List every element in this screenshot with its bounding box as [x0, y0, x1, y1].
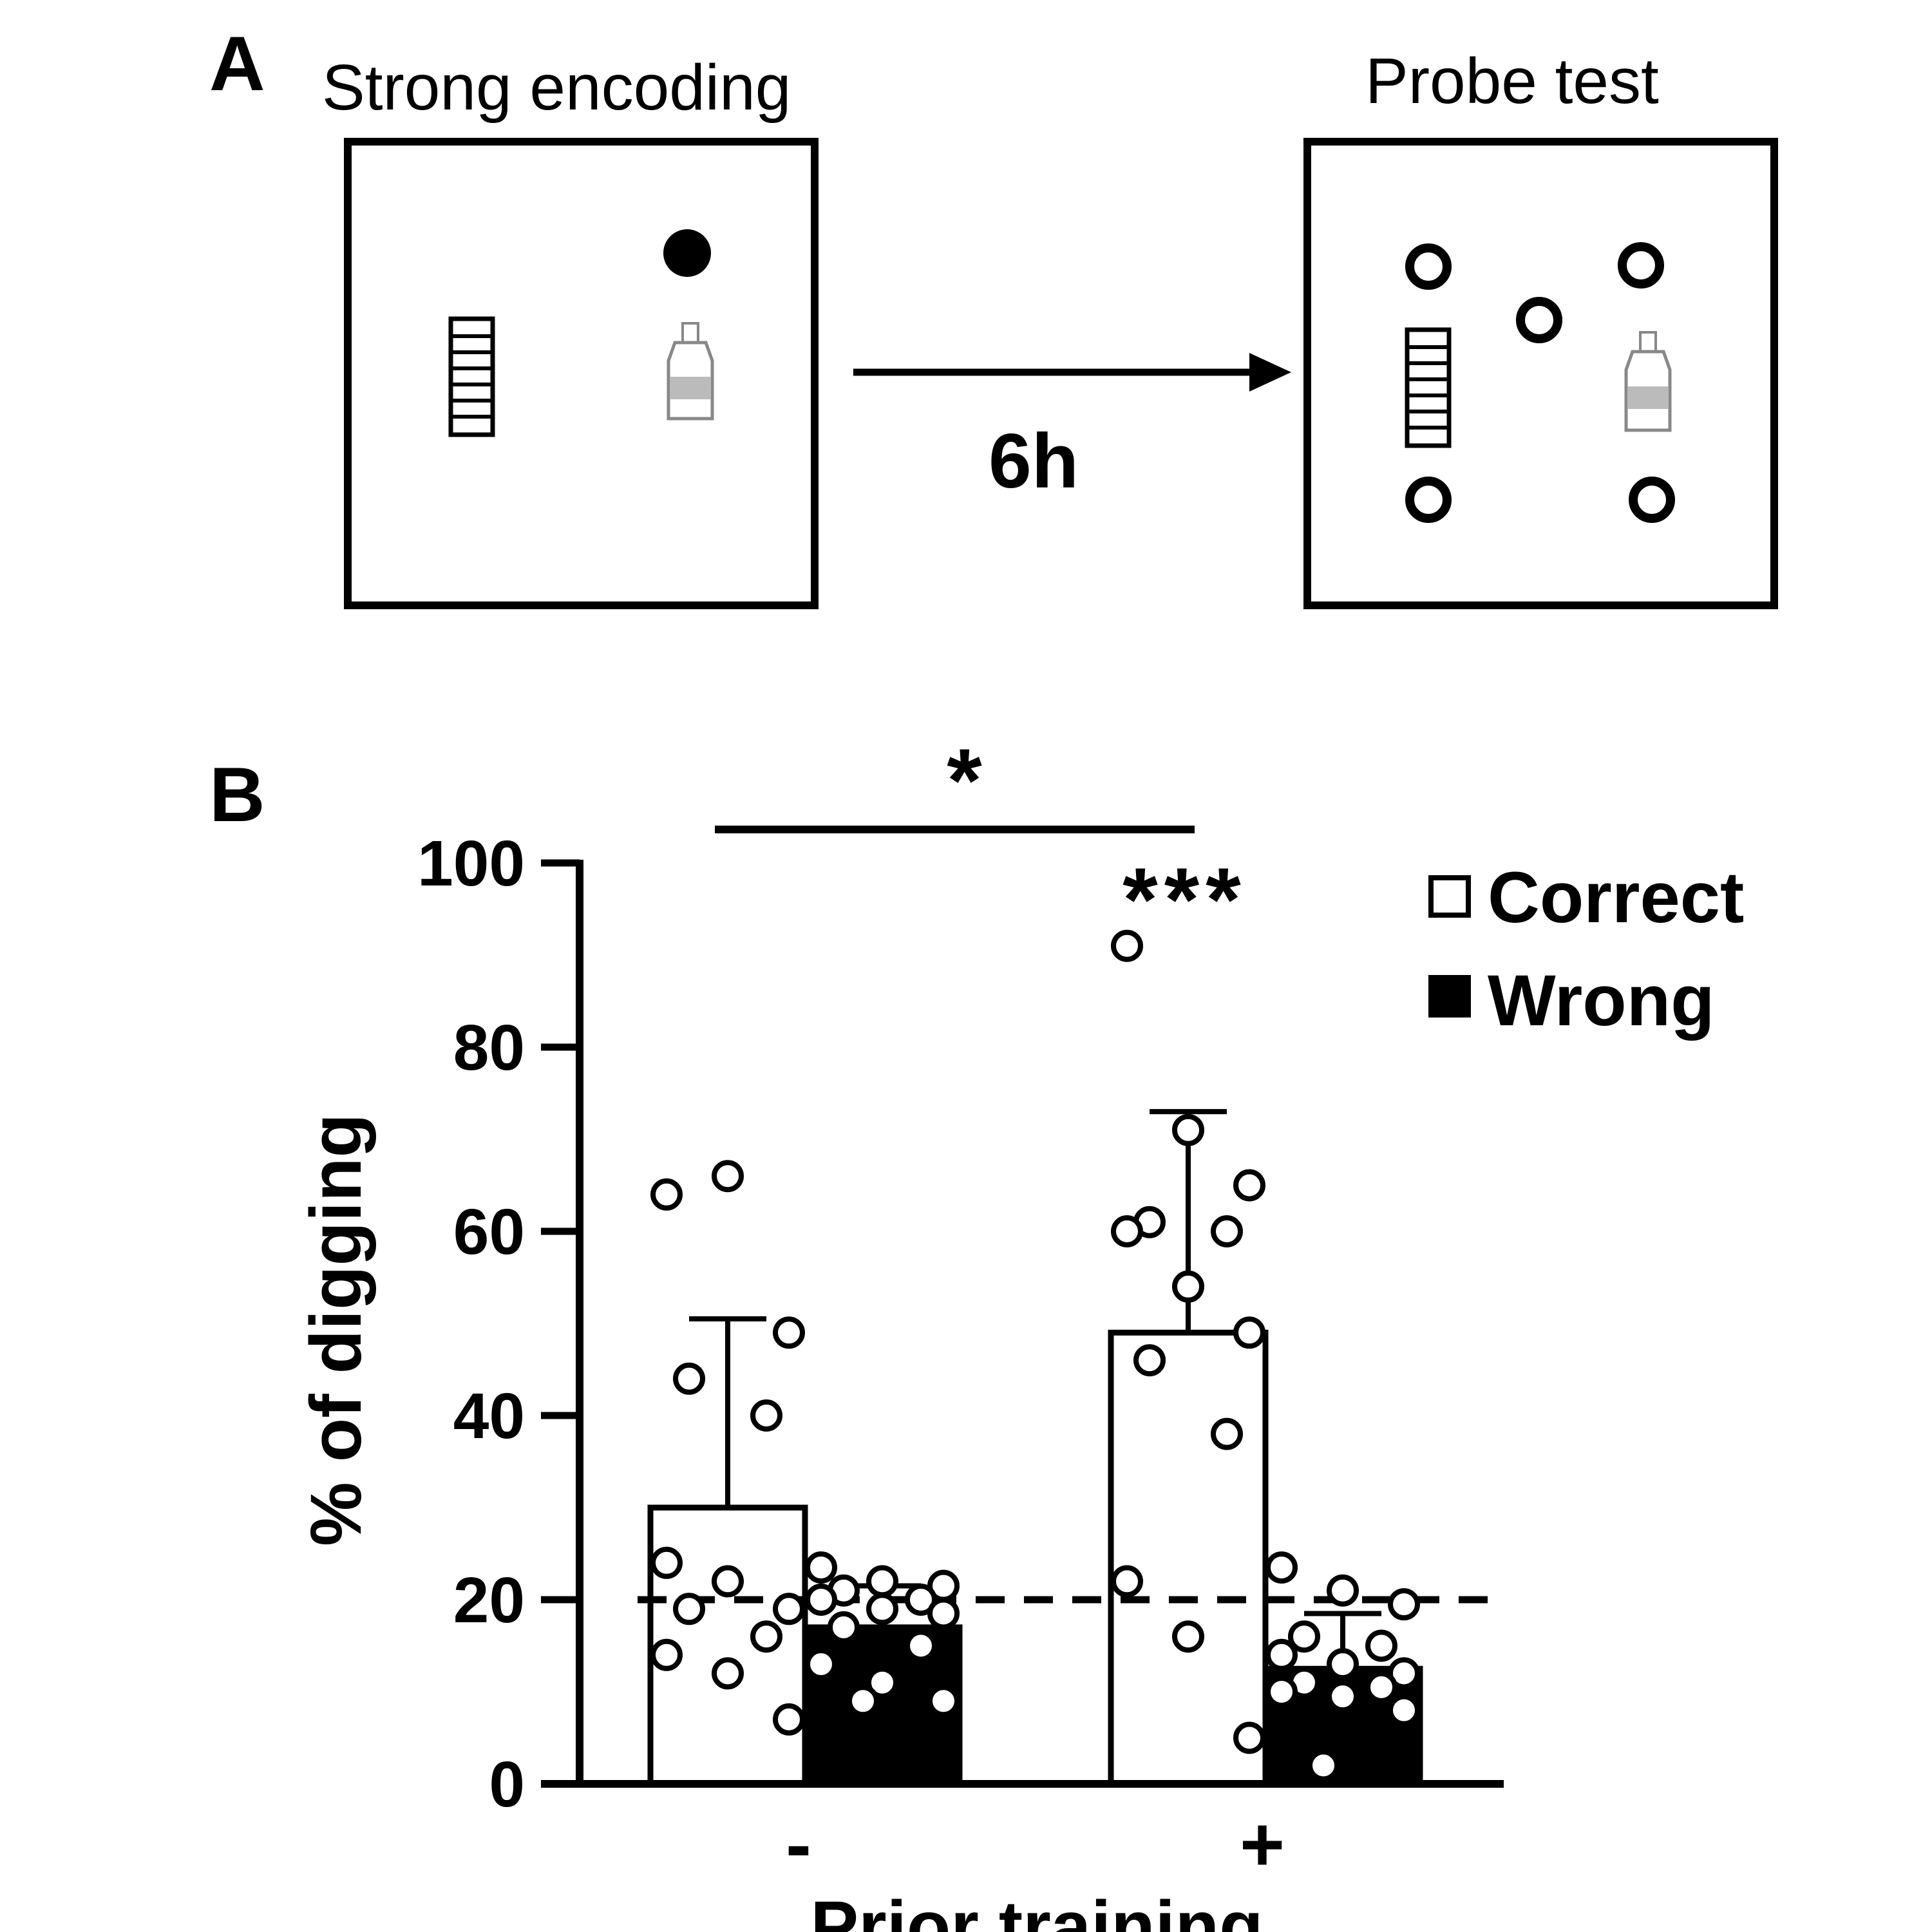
panel-a-letter: A [209, 21, 265, 107]
encoding-arena [344, 138, 819, 609]
data-point-wrong [805, 1551, 837, 1584]
data-point-correct [773, 1316, 805, 1349]
x-tick-label-0: - [786, 1801, 811, 1888]
data-point-wrong [1327, 1648, 1359, 1681]
interval-label: 6h [989, 418, 1079, 504]
well-icon [1629, 477, 1675, 523]
data-point-correct [773, 1703, 805, 1736]
y-tick-label-0: 0 [489, 1748, 525, 1821]
encoding-arena-box [344, 138, 819, 609]
x-axis-title: Prior training [810, 1886, 1263, 1932]
probe-title: Probe test [1365, 45, 1659, 117]
data-point-correct [650, 1178, 683, 1211]
y-tick-label-100: 100 [417, 828, 525, 900]
bar-correct-1 [1108, 1329, 1269, 1787]
data-point-correct [1111, 929, 1143, 962]
well-icon [1405, 477, 1452, 523]
data-point-wrong [1265, 1551, 1298, 1584]
data-point-wrong [1365, 1671, 1397, 1703]
data-point-correct [1172, 1620, 1204, 1653]
data-point-correct [750, 1620, 782, 1653]
data-point-correct [1133, 1344, 1166, 1377]
data-point-wrong [866, 1565, 898, 1598]
data-point-wrong [927, 1685, 960, 1718]
y-axis-title: % of digging [296, 1113, 376, 1546]
legend: Correct Wrong [1428, 857, 1744, 1041]
data-point-wrong [866, 1593, 898, 1625]
data-point-correct [712, 1160, 744, 1193]
points-layer [650, 929, 1420, 1782]
x-tick-label-1: + [1240, 1801, 1285, 1888]
legend-label-correct: Correct [1488, 857, 1744, 938]
data-point-correct [1233, 1316, 1265, 1349]
data-point-wrong [1327, 1680, 1359, 1713]
data-point-wrong [847, 1685, 879, 1718]
data-point-wrong [1265, 1638, 1298, 1671]
significance-layer: **** [715, 730, 1247, 950]
data-point-correct [650, 1638, 683, 1671]
data-point-correct [773, 1593, 805, 1625]
significance-label-above: *** [1122, 849, 1247, 950]
legend-swatch-wrong [1428, 975, 1471, 1018]
data-point-wrong [1365, 1629, 1397, 1662]
data-point-wrong [1288, 1620, 1320, 1653]
data-point-correct [1172, 1113, 1204, 1146]
interval-arrow [853, 353, 1291, 392]
encoding-title: Strong encoding [322, 52, 791, 124]
data-point-correct [1211, 1417, 1243, 1450]
data-point-correct [750, 1399, 782, 1432]
data-point-wrong [805, 1584, 837, 1616]
data-point-wrong [866, 1666, 898, 1699]
panel-a: A Strong encoding Probe test [209, 21, 1778, 609]
data-point-wrong [1307, 1749, 1340, 1782]
well-icon [1405, 243, 1452, 290]
y-tick-label-80: 80 [453, 1012, 525, 1084]
data-point-correct [650, 1546, 683, 1579]
bottle-cue-icon [667, 322, 714, 421]
data-point-wrong [1265, 1676, 1298, 1708]
data-point-wrong [1388, 1657, 1420, 1690]
significance-label-bracket: * [947, 730, 982, 831]
data-point-wrong [905, 1584, 937, 1616]
data-point-correct [712, 1657, 744, 1690]
data-point-wrong [805, 1648, 837, 1681]
data-point-wrong [927, 1597, 960, 1630]
data-point-correct [673, 1362, 705, 1395]
y-tick-label-60: 60 [453, 1196, 525, 1268]
well-icon [1516, 297, 1562, 343]
data-point-correct [1211, 1215, 1243, 1247]
legend-label-wrong: Wrong [1488, 960, 1715, 1041]
bottle-cue-icon [1624, 331, 1672, 432]
striped-cue-icon [1405, 327, 1452, 448]
striped-cue-icon [448, 316, 495, 437]
data-point-correct [1172, 1270, 1204, 1303]
data-point-correct [1111, 1215, 1143, 1247]
rewarded-well-icon [663, 229, 711, 277]
data-point-wrong [905, 1629, 937, 1662]
data-point-correct [712, 1565, 744, 1598]
data-point-wrong [1327, 1574, 1359, 1607]
y-tick-label-20: 20 [453, 1564, 525, 1636]
data-point-correct [1233, 1721, 1265, 1754]
probe-arena-box [1303, 138, 1778, 609]
data-point-wrong [828, 1611, 860, 1643]
axes-layer: 0 20 40 60 80 100 - + [417, 828, 1504, 1888]
data-point-correct [673, 1593, 705, 1625]
data-point-correct [1233, 1169, 1265, 1202]
data-point-wrong [1388, 1694, 1420, 1727]
legend-swatch-correct [1428, 875, 1471, 918]
panel-b-letter: B [209, 752, 265, 838]
probe-arena [1303, 138, 1778, 609]
y-tick-label-40: 40 [453, 1380, 525, 1452]
data-point-correct [1111, 1565, 1143, 1598]
well-icon [1618, 242, 1664, 289]
data-point-wrong [1388, 1588, 1420, 1621]
